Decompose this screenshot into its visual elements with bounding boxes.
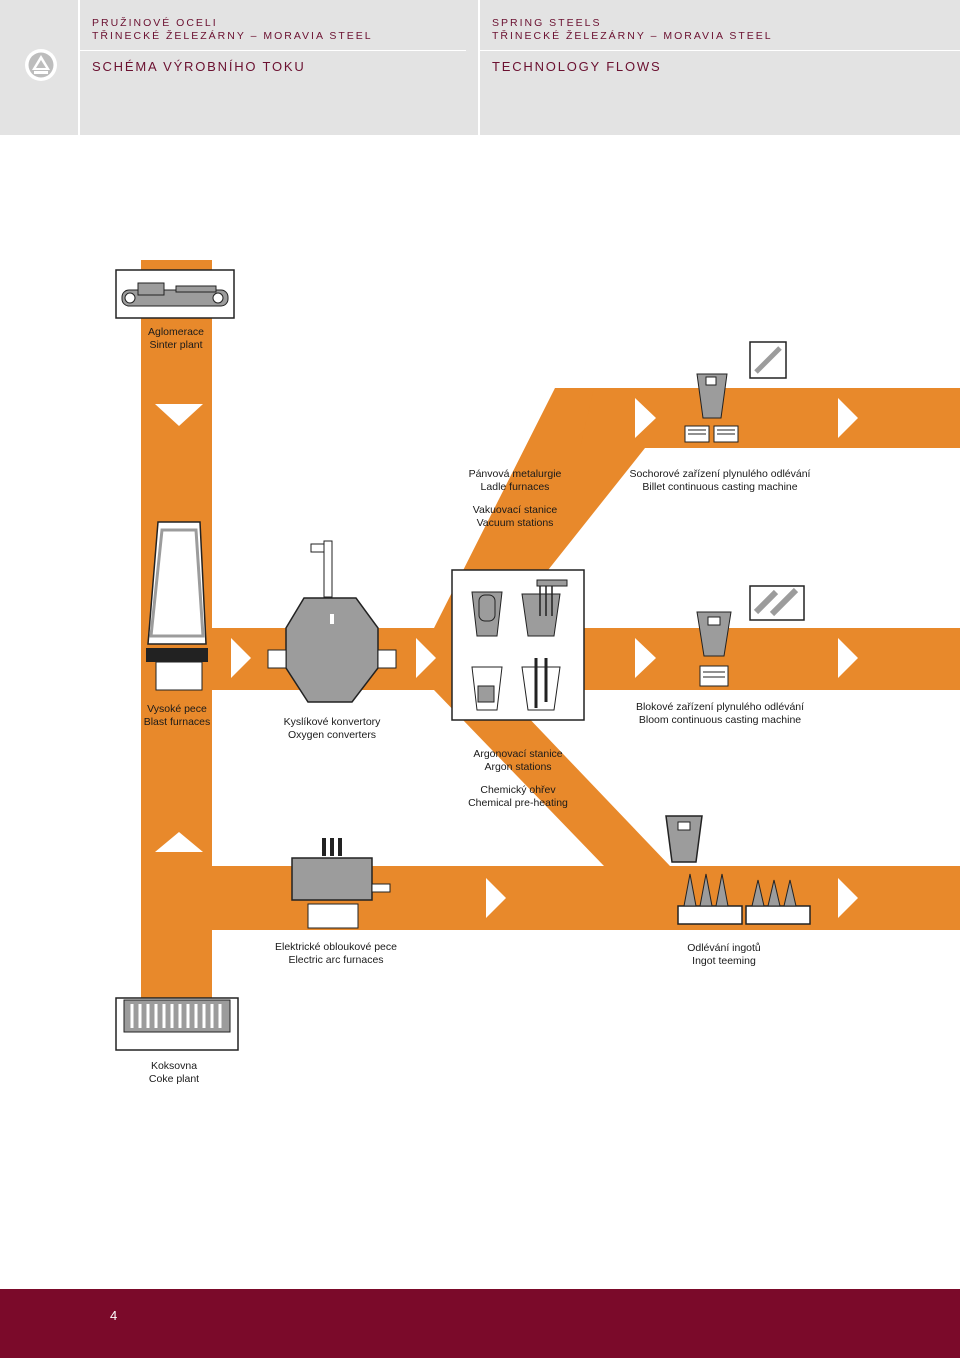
header-left-company: TŘINECKÉ ŽELEZÁRNY – MORAVIA STEEL (92, 30, 373, 42)
ladle-label-en: Ladle furnaces (481, 481, 550, 493)
eaf-label-en: Electric arc furnaces (288, 954, 383, 966)
ladle-label-cz: Pánvová metalurgie (469, 468, 562, 480)
header-right-section: TECHNOLOGY FLOWS (492, 59, 662, 74)
bloom-casting-icon (696, 585, 805, 687)
flow-arrows (155, 398, 858, 918)
arrow-right-icon (838, 878, 858, 918)
billet-casting-icon (684, 341, 787, 443)
coke-plant-icon (115, 997, 239, 1051)
header-right-title: SPRING STEELS (492, 17, 602, 29)
diagonal-flow-band-down (434, 690, 670, 866)
arrow-right-icon (231, 638, 251, 678)
header-left: PRUŽINOVÉ OCELI TŘINECKÉ ŽELEZÁRNY – MOR… (80, 0, 472, 135)
arrow-right-icon (838, 638, 858, 678)
bloom-label-en: Bloom continuous casting machine (639, 714, 801, 726)
page-number: 4 (110, 1308, 118, 1323)
arrow-right-icon (635, 638, 656, 678)
diagonal-flow-band-up (434, 388, 645, 628)
company-logo-icon (25, 49, 57, 81)
arrow-right-icon (838, 398, 858, 438)
electric-arc-furnace-icon (291, 838, 391, 929)
oxygen-label-en: Oxygen converters (288, 729, 376, 741)
blast-label-cz: Vysoké pece (147, 703, 207, 715)
blast-label-en: Blast furnaces (144, 716, 211, 728)
arrow-right-icon (486, 878, 506, 918)
sinter-label-cz: Aglomerace (148, 326, 204, 338)
diagram-labels: Aglomerace Sinter plant Pánvová metalurg… (144, 326, 811, 1085)
arrow-right-icon (416, 638, 436, 678)
vacuum-label-en: Vacuum stations (477, 517, 554, 529)
sinter-label-en: Sinter plant (149, 339, 202, 351)
sinter-plant-icon (115, 269, 235, 319)
arrow-right-icon (635, 398, 656, 438)
chemical-label-cz: Chemický ohřev (480, 784, 556, 796)
oxygen-converter-icon (267, 540, 397, 703)
vacuum-label-cz: Vakuovací stanice (473, 504, 558, 516)
page-header: PRUŽINOVÉ OCELI TŘINECKÉ ŽELEZÁRNY – MOR… (0, 0, 960, 135)
chemical-label-en: Chemical pre-heating (468, 797, 568, 809)
page-footer: 4 (0, 1289, 960, 1358)
header-right: SPRING STEELS TŘINECKÉ ŽELEZÁRNY – MORAV… (480, 0, 960, 135)
header-right-company: TŘINECKÉ ŽELEZÁRNY – MORAVIA STEEL (492, 30, 773, 42)
oxygen-label-cz: Kyslíkové konvertory (284, 716, 382, 728)
arrow-down-icon (155, 404, 203, 426)
ingot-ladle-icon (665, 815, 703, 863)
upper-flow-band (555, 388, 960, 448)
argon-label-en: Argon stations (484, 761, 551, 773)
ingot-moulds-icon (677, 873, 811, 925)
header-left-title: PRUŽINOVÉ OCELI (92, 17, 218, 29)
blast-furnace-icon (146, 521, 208, 691)
header-left-section: SCHÉMA VÝROBNÍHO TOKU (92, 59, 306, 74)
arrow-up-icon (155, 832, 203, 852)
ingot-label-cz: Odlévání ingotů (687, 942, 761, 954)
coke-label-en: Coke plant (149, 1073, 199, 1085)
ingot-label-en: Ingot teeming (692, 955, 756, 967)
billet-label-cz: Sochorové zařízení plynulého odlévání (630, 468, 811, 480)
argon-label-cz: Argonovací stanice (473, 748, 562, 760)
argon-station-icon (451, 569, 585, 721)
billet-label-en: Billet continuous casting machine (642, 481, 797, 493)
bloom-label-cz: Blokové zařízení plynulého odlévání (636, 701, 804, 713)
coke-label-cz: Koksovna (151, 1060, 197, 1072)
eaf-label-cz: Elektrické obloukové pece (275, 941, 397, 953)
